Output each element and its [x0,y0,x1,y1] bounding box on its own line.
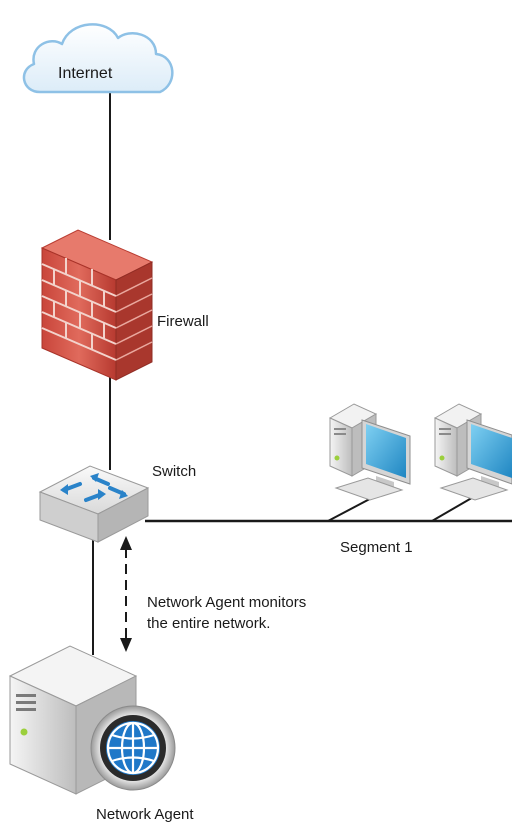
segment-label: Segment 1 [340,539,413,556]
switch-label: Switch [152,463,197,480]
network-agent-label: Network Agent [96,806,194,823]
cloud-icon [22,23,174,94]
workstation-icon [433,403,512,501]
server-globe-icon [8,645,176,795]
network-switch-icon [38,465,150,543]
monitoring-arrow [120,536,132,652]
internet-label: Internet [58,65,113,82]
firewall-brick-icon [40,229,154,381]
firewall-label: Firewall [157,313,209,330]
monitor-annotation-line-1: Network Agent monitors [147,594,307,611]
monitor-annotation-line-2: the entire network. [147,615,271,632]
monitor-annotation: Network Agent monitors the entire networ… [147,592,306,634]
workstation-icon [328,403,411,501]
